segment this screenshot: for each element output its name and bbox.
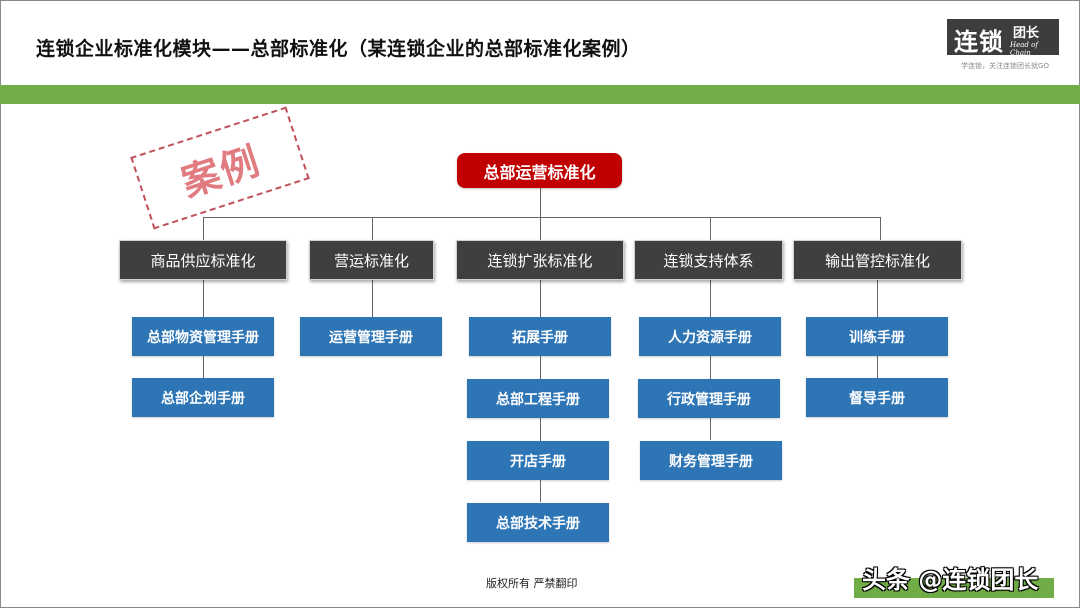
org-category-node: 商品供应标准化 bbox=[119, 240, 287, 280]
org-leaf-node: 总部技术手册 bbox=[467, 503, 609, 542]
connector-cat-5 bbox=[880, 217, 881, 240]
copyright-notice: 版权所有 严禁翻印 bbox=[486, 577, 578, 590]
slide-title: 连锁企业标准化模块——总部标准化（某连锁企业的总部标准化案例） bbox=[36, 38, 641, 60]
org-leaf-node: 运营管理手册 bbox=[300, 317, 442, 356]
connector-cat-1 bbox=[203, 217, 204, 240]
logo-english-text: Head of Chain bbox=[1010, 41, 1038, 57]
logo-main-text: 连锁 bbox=[954, 28, 1004, 56]
org-leaf-node: 训练手册 bbox=[806, 317, 948, 356]
org-leaf-node: 总部企划手册 bbox=[132, 378, 274, 417]
org-root-node: 总部运营标准化 bbox=[457, 153, 622, 188]
org-leaf-node: 总部物资管理手册 bbox=[132, 317, 274, 356]
connector-col-2 bbox=[372, 280, 373, 317]
org-leaf-node: 行政管理手册 bbox=[638, 379, 780, 418]
header-divider-bar bbox=[0, 85, 1080, 104]
watermark-background bbox=[854, 578, 1054, 598]
connector-root-down bbox=[540, 188, 541, 240]
connector-cat-2 bbox=[372, 217, 373, 240]
org-leaf-node: 开店手册 bbox=[467, 441, 609, 480]
org-leaf-node: 拓展手册 bbox=[469, 317, 611, 356]
org-leaf-node: 总部工程手册 bbox=[467, 379, 609, 418]
brand-logo: 连锁 团长 Head of Chain bbox=[947, 19, 1059, 57]
org-leaf-node: 督导手册 bbox=[806, 378, 948, 417]
logo-sub-text: 团长 bbox=[1013, 26, 1040, 41]
connector-cat-4 bbox=[710, 217, 711, 240]
org-leaf-node: 财务管理手册 bbox=[640, 441, 782, 480]
org-category-node: 连锁支持体系 bbox=[634, 240, 783, 280]
case-stamp-text: 案例 bbox=[176, 138, 266, 205]
logo-tagline: 学连锁，关注连锁团长就GO bbox=[961, 62, 1049, 70]
connector-horizontal bbox=[203, 217, 881, 218]
org-leaf-node: 人力资源手册 bbox=[639, 317, 781, 356]
org-category-node: 营运标准化 bbox=[309, 240, 434, 280]
watermark-text: 头条 @连锁团长 bbox=[862, 566, 1039, 594]
connector-col-4 bbox=[710, 280, 711, 440]
org-category-node: 输出管控标准化 bbox=[793, 240, 962, 280]
org-category-node: 连锁扩张标准化 bbox=[456, 240, 624, 280]
